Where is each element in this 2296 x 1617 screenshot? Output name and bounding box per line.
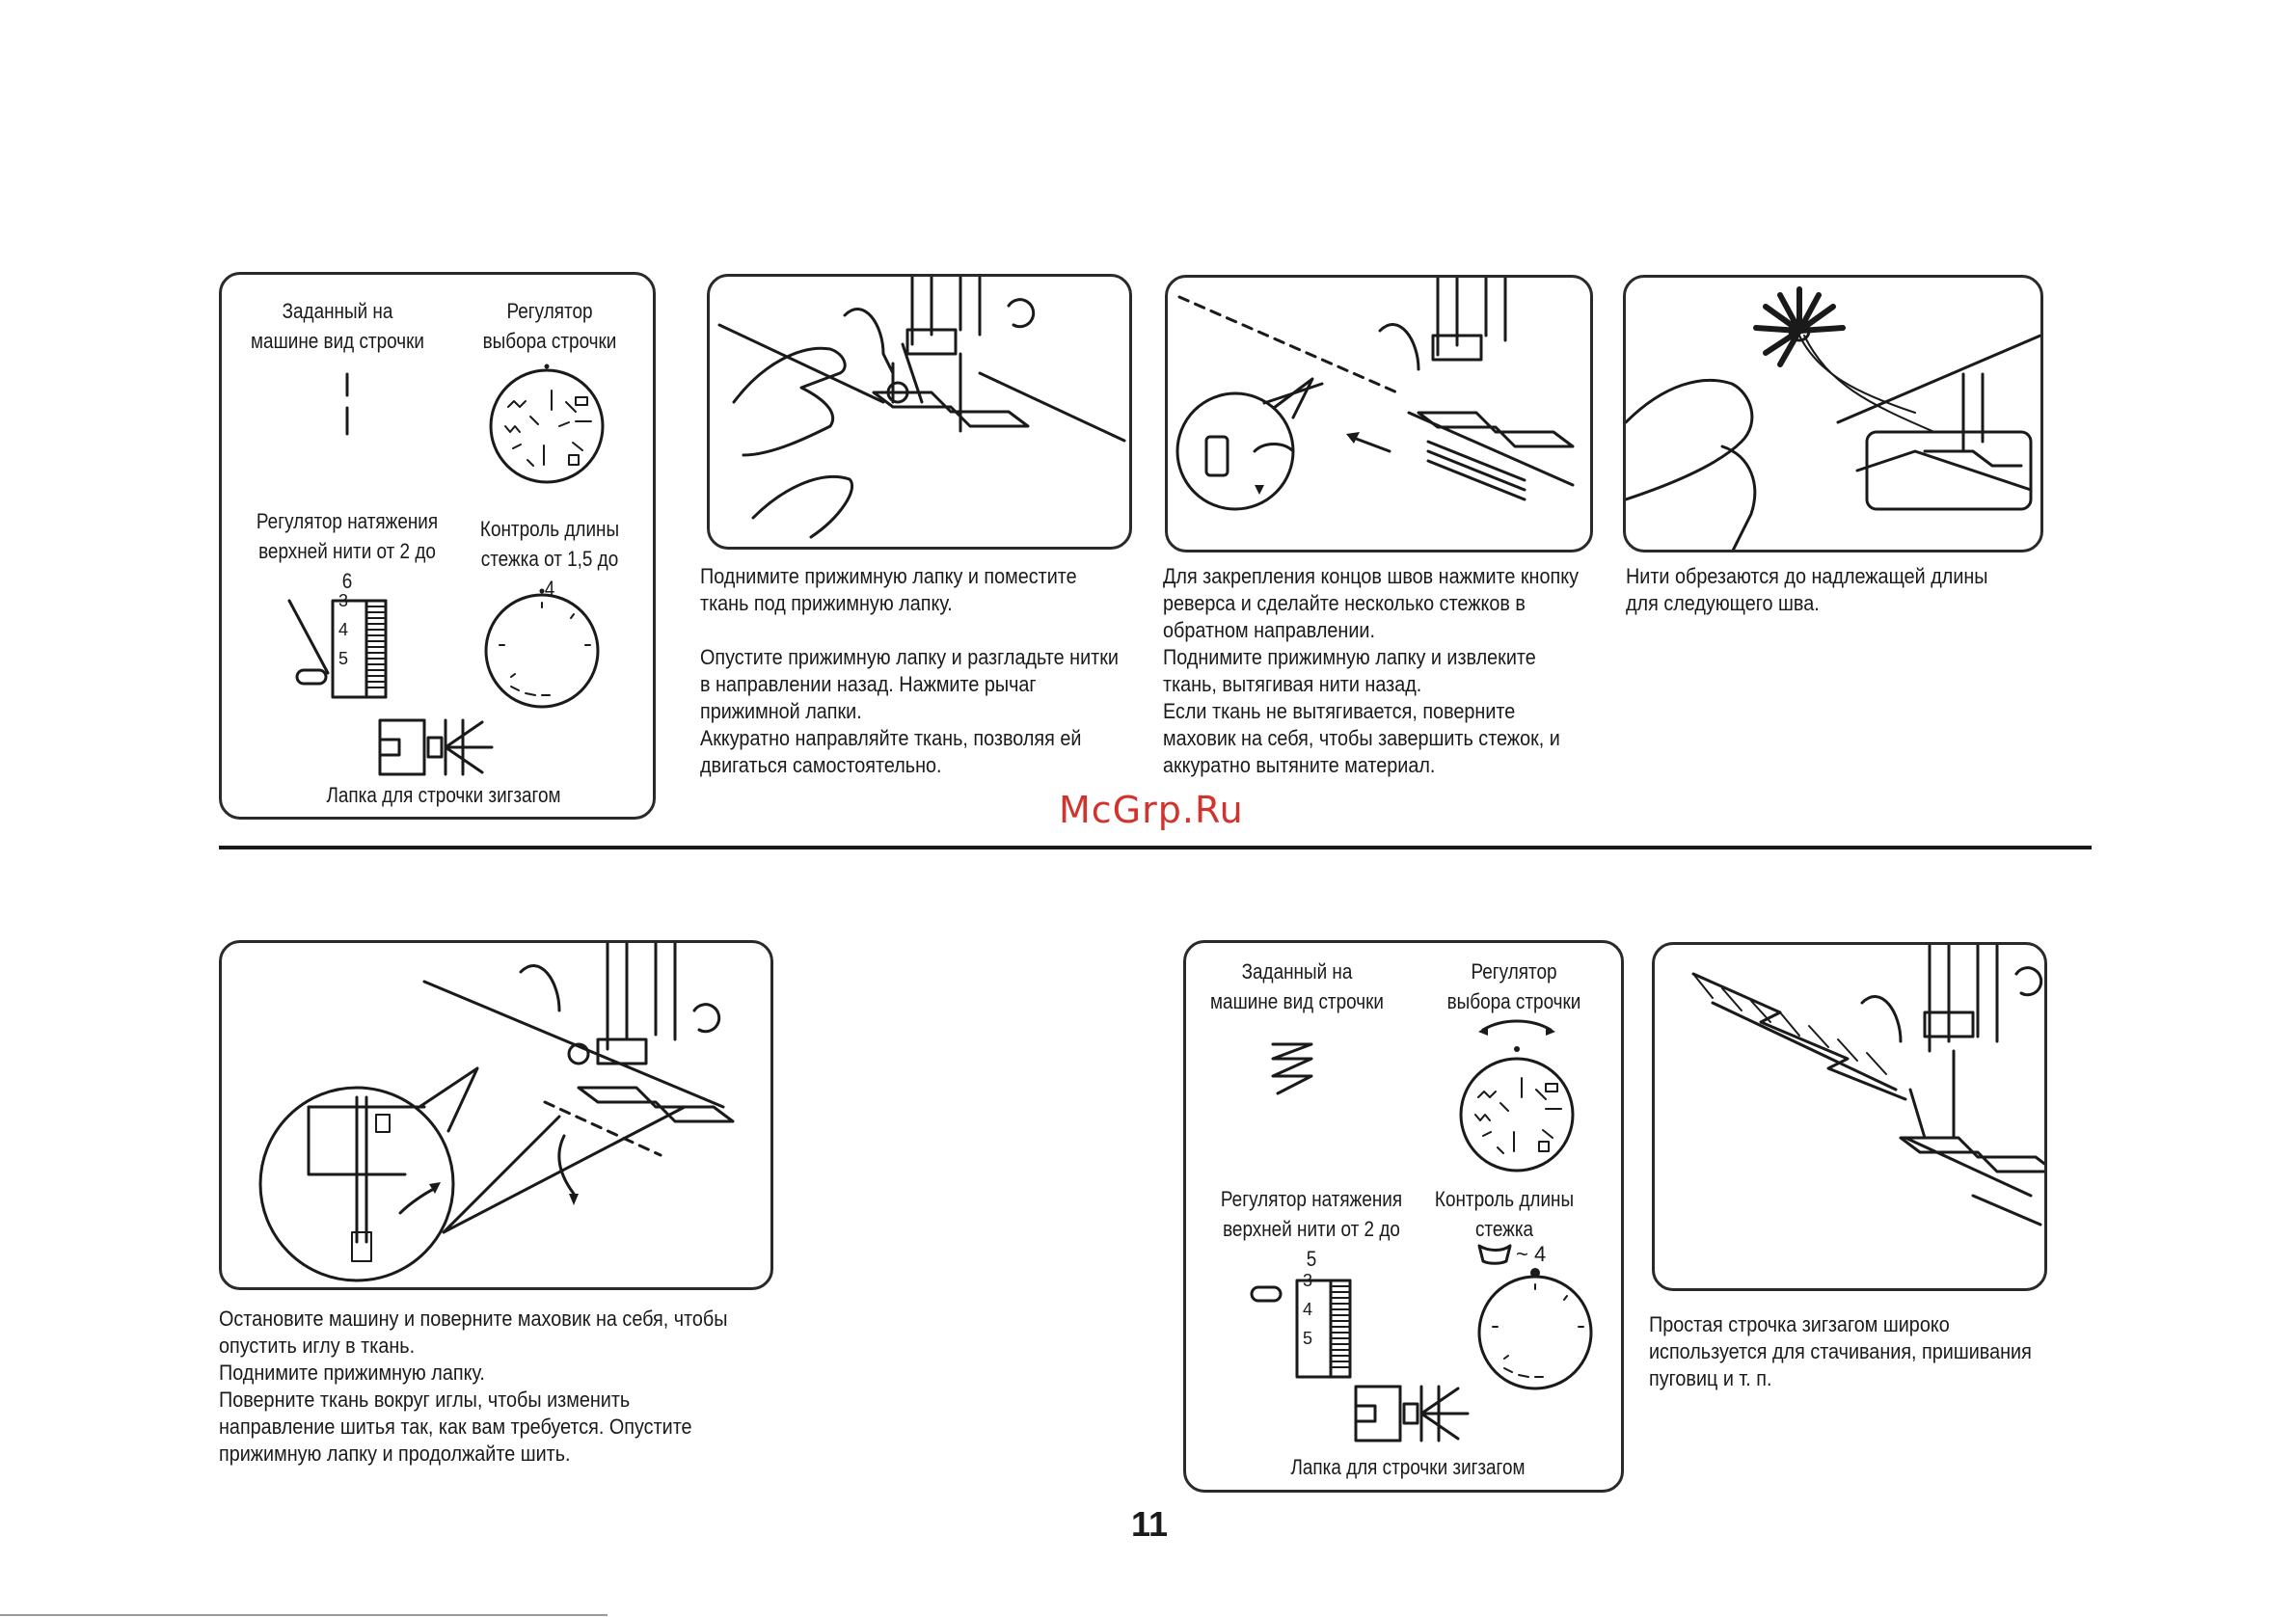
straight-stitch-icon — [345, 372, 349, 436]
caption-turn-fabric: Остановите машину и поверните маховик на… — [219, 1306, 748, 1468]
illustration-thread-cutter — [1623, 275, 2043, 552]
caption-line: Поднимите прижимную лапку. — [219, 1361, 485, 1385]
reverse-stitch-illustration — [1175, 278, 1575, 511]
stitch-length-range-icon — [1477, 1244, 1512, 1265]
tension-value-5: 5 — [1303, 1329, 1313, 1348]
caption-line: Аккуратно направляйте ткань, позволяя ей… — [700, 726, 1082, 777]
default-stitch-label: Заданный на машине вид строчки — [1210, 959, 1384, 1013]
caption-line: Нити обрезаются до надлежащей длины для … — [1626, 564, 1988, 615]
stitch-selector-dial-icon — [1459, 1019, 1575, 1172]
caption-line: Поверните ткань вокруг иглы, чтобы измен… — [219, 1388, 692, 1466]
section-divider — [219, 846, 2092, 849]
stitch-selector-label: Регулятор выбора строчки — [1446, 959, 1581, 1013]
thread-tension-label: Регулятор натяжения верхней нити от 2 до… — [256, 509, 439, 593]
caption-reverse-stitch: Для закрепления концов швов нажмите кноп… — [1163, 563, 1588, 779]
caption-line: Остановите машину и поверните маховик на… — [219, 1307, 728, 1358]
zigzag-seam-illustration — [1691, 945, 2044, 1226]
tension-value-3: 3 — [1303, 1271, 1313, 1290]
stitch-length-range: ~ 4 — [1516, 1242, 1547, 1266]
settings-panel-straight: Заданный на машине вид строчки Регулятор… — [219, 272, 656, 820]
stitch-length-label: Контроль длины стежка — [1434, 1187, 1575, 1241]
tension-value-4: 4 — [1303, 1300, 1313, 1319]
zigzag-stitch-icon — [1271, 1042, 1313, 1095]
zigzag-foot-icon — [378, 718, 494, 776]
stitch-length-dial-icon — [484, 588, 600, 709]
caption-line: Для закрепления концов швов нажмите кноп… — [1163, 564, 1580, 642]
caption-place-fabric: Поднимите прижимную лапку и поместите тк… — [700, 563, 1125, 779]
illustration-zigzag-seam — [1652, 942, 2047, 1291]
tension-value-4: 4 — [338, 620, 349, 639]
caption-thread-cutter: Нити обрезаются до надлежащей длины для … — [1626, 563, 2025, 617]
tension-value-5: 5 — [338, 649, 349, 668]
caption-line: Если ткань не вытягивается, поверните ма… — [1163, 699, 1560, 777]
stitch-selector-label: Регулятор выбора строчки — [482, 299, 617, 353]
illustration-place-fabric — [707, 274, 1132, 550]
thread-tension-label: Регулятор натяжения верхней нити от 2 до… — [1220, 1187, 1403, 1271]
thread-cutter-illustration — [1626, 286, 2040, 550]
thread-tension-dial-icon — [287, 599, 388, 699]
page-number: 11 — [1131, 1504, 1169, 1544]
caption-line: Опустите прижимную лапку и разгладьте ни… — [700, 645, 1119, 723]
caption-zigzag-seam: Простая строчка зигзагом широко использу… — [1649, 1311, 2057, 1392]
turn-fabric-illustration — [258, 943, 735, 1282]
page-bottom-line — [0, 1614, 608, 1616]
stitch-length-label: Контроль длины стежка от 1,5 до 4 — [479, 517, 620, 601]
zigzag-foot-label: Лапка для строчки зигзагом — [1290, 1455, 1526, 1479]
illustration-reverse-stitch — [1165, 275, 1593, 552]
stitch-selector-dial-icon — [489, 364, 605, 484]
presser-foot-hand-illustration — [717, 277, 1126, 539]
caption-line: Поднимите прижимную лапку и поместите тк… — [700, 564, 1077, 615]
thread-tension-dial-icon — [1250, 1279, 1352, 1379]
tension-value-3: 3 — [338, 591, 349, 610]
default-stitch-label: Заданный на машине вид строчки — [251, 299, 424, 353]
settings-panel-zigzag: Заданный на машине вид строчки Регулятор… — [1183, 940, 1624, 1493]
caption-line: Поднимите прижимную лапку и извлеките тк… — [1163, 645, 1536, 696]
caption-line: Простая строчка зигзагом широко использу… — [1649, 1312, 2032, 1390]
illustration-turn-fabric — [219, 940, 773, 1290]
watermark: McGrp.Ru — [1059, 789, 1244, 831]
zigzag-foot-label: Лапка для строчки зигзагом — [326, 783, 561, 807]
zigzag-foot-icon — [1354, 1385, 1470, 1442]
stitch-length-dial-icon — [1477, 1268, 1593, 1390]
